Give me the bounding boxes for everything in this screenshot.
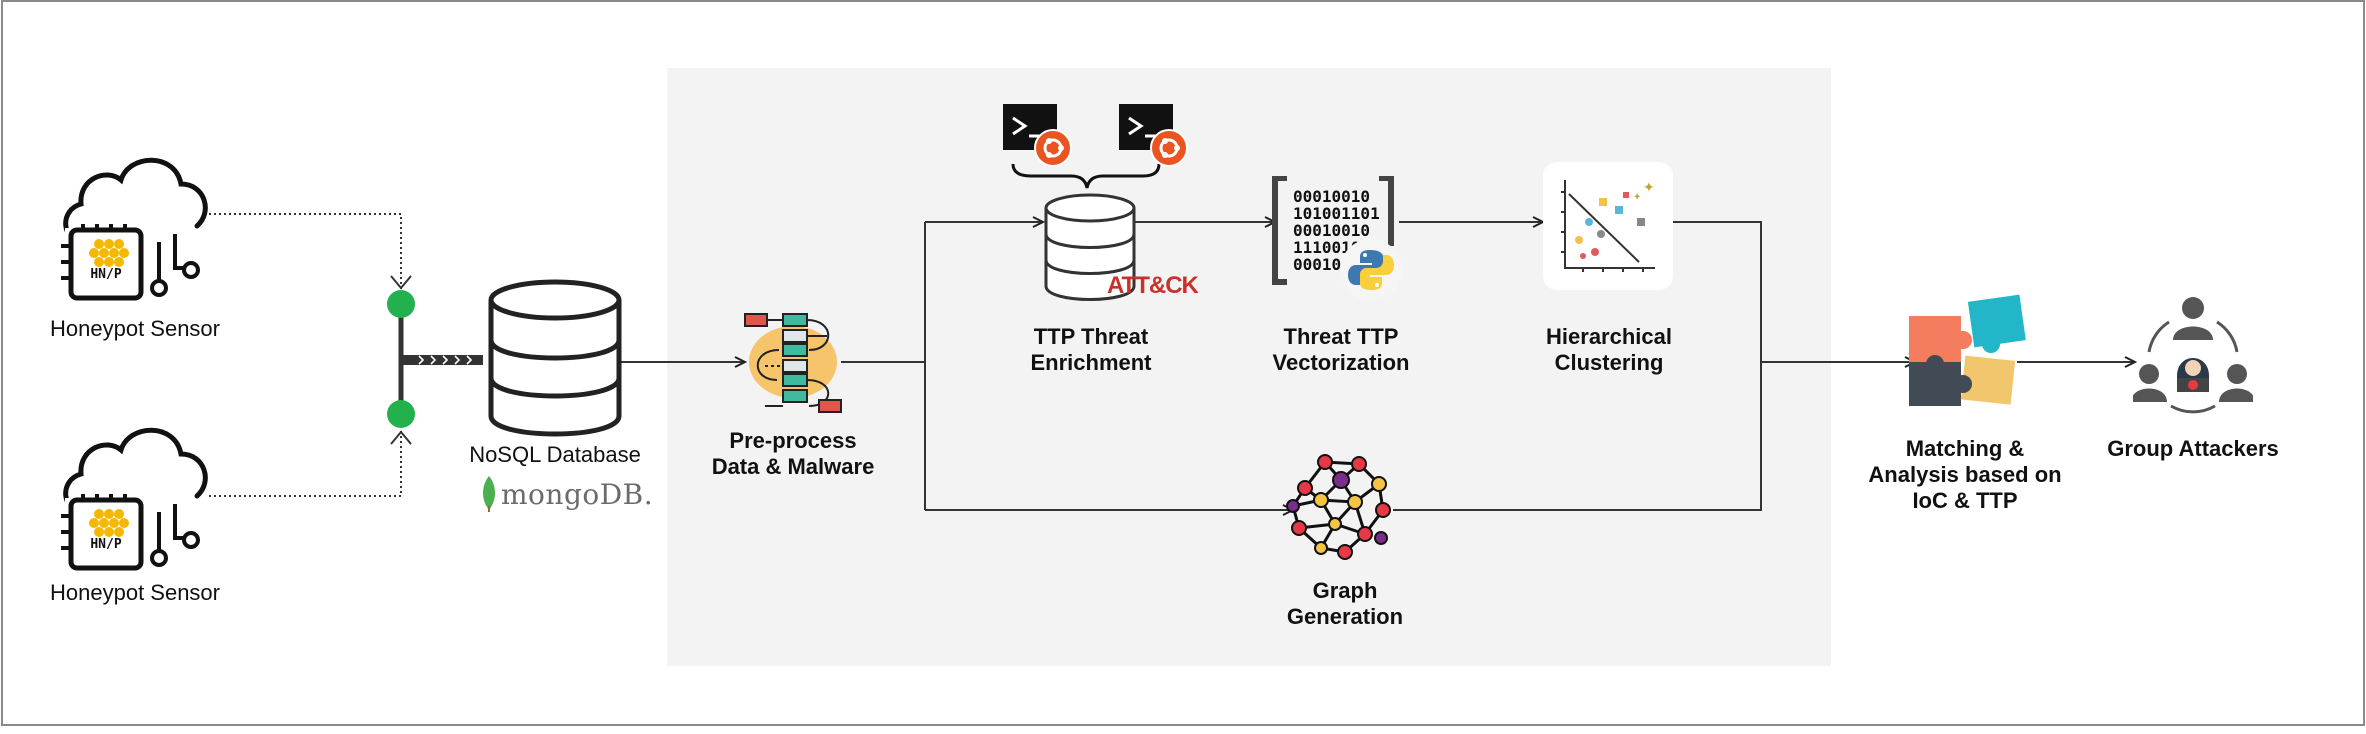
preprocess-icon [744,313,842,413]
chip-label: HN/P [90,267,122,282]
clustering-label-1: Hierarchical [1546,324,1672,349]
graph-network-icon [1286,454,1391,560]
terminal-icon [1003,104,1072,167]
link-honeypot-top [209,213,402,290]
vectorization-label-1: Threat TTP [1283,324,1399,349]
python-icon [1340,239,1402,301]
honeypot-sensor-icon [61,157,208,301]
scatter-plot-icon: ✦ ✦ [1543,162,1673,290]
honeypot-bottom-label: Honeypot Sensor [50,580,220,605]
junction-bottom [387,400,415,428]
clustering-label-2: Clustering [1554,350,1664,375]
graph-label-2: Generation [1286,604,1404,629]
mongodb-wordmark: mongoDB. [501,477,654,511]
enrichment-label-1: TTP Threat [1033,324,1149,349]
honeypot-top-label: Honeypot Sensor [50,316,220,341]
graph-label-1: Graph [1312,578,1378,603]
group-attackers-icon [2133,297,2253,414]
bracket-icon [1272,176,1394,285]
preprocess-label-1: Pre-process [729,428,857,453]
svg-text:✦: ✦ [1633,192,1641,203]
connectors [209,163,2363,724]
group-attackers-label: Group Attackers [2107,436,2279,461]
database-icon [1044,193,1136,301]
leaf-icon [483,476,495,512]
attck-badge: ATT&CK [1107,272,1199,299]
puzzle-icon [1909,294,2026,406]
preprocess-label-2: Data & Malware [711,454,875,479]
honeypot-sensor-icon [61,427,208,571]
binary-block: 00010010 101001101 00010010 1110010 0001… [1293,187,1380,274]
enrichment-label-2: Enrichment [1030,350,1152,375]
matching-label-3: IoC & TTP [1912,488,2018,513]
terminal-icon [1119,104,1188,167]
link-honeypot-bottom [209,430,402,497]
nosql-label: NoSQL Database [469,442,641,467]
chip-label: HN/P [90,537,122,552]
vectorization-label-2: Vectorization [1272,350,1410,375]
svg-text:✦: ✦ [1643,180,1655,196]
matching-label-2: Analysis based on [1868,462,2062,487]
mongodb-logo: mongoDB. [481,476,653,512]
junction-top [387,290,415,318]
matching-label-1: Matching & [1905,436,2025,461]
database-icon [488,279,622,437]
